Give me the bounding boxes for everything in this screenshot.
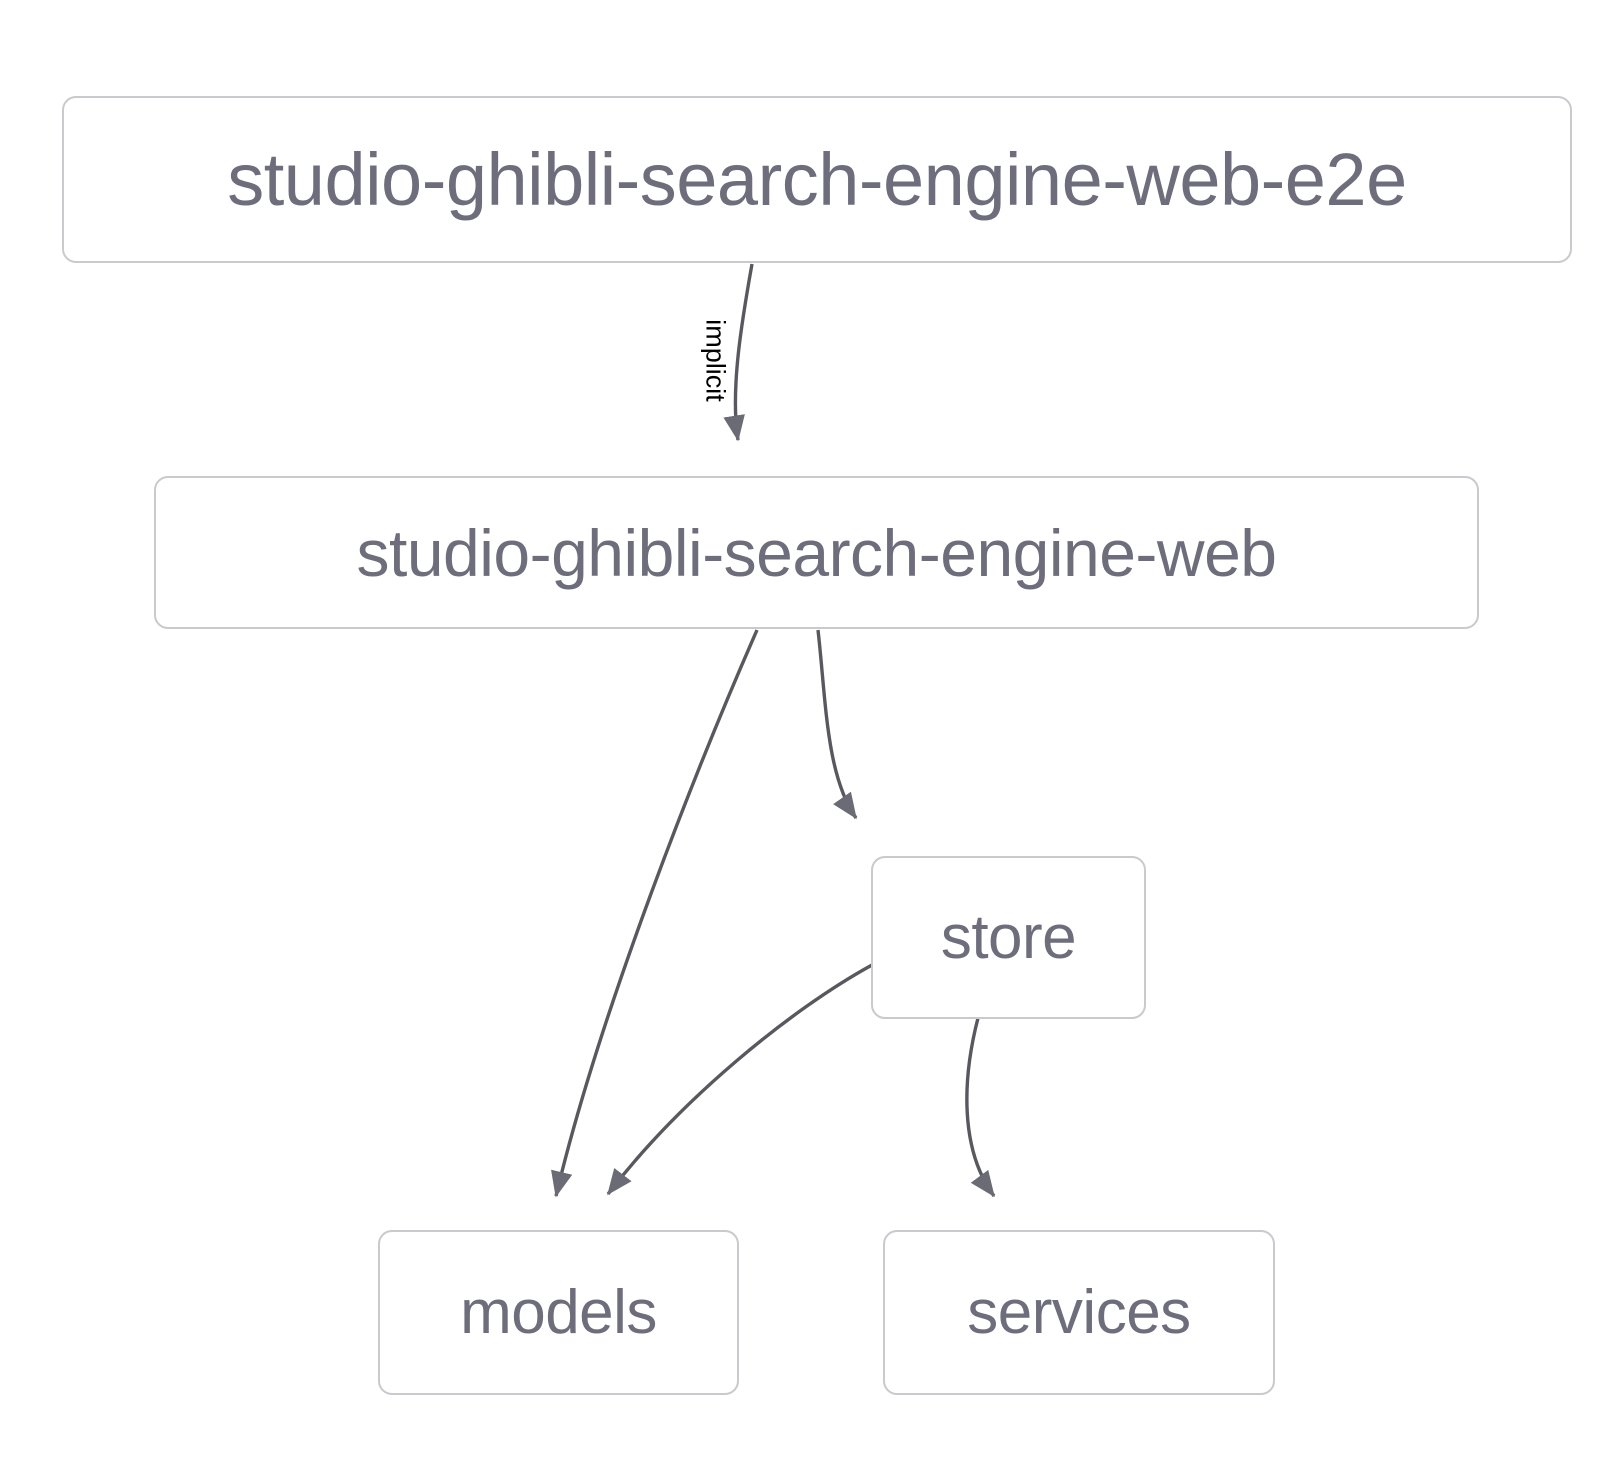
node-services[interactable]: services bbox=[883, 1230, 1275, 1395]
node-label: studio-ghibli-search-engine-web bbox=[356, 515, 1277, 590]
node-label: services bbox=[967, 1278, 1191, 1347]
edge-web-to-models bbox=[551, 629, 759, 1198]
node-models[interactable]: models bbox=[378, 1230, 739, 1395]
node-studio-ghibli-search-engine-web-e2e[interactable]: studio-ghibli-search-engine-web-e2e bbox=[62, 96, 1572, 263]
edge-store-to-models bbox=[606, 963, 873, 1196]
node-label: studio-ghibli-search-engine-web-e2e bbox=[227, 138, 1407, 221]
node-store[interactable]: store bbox=[871, 856, 1146, 1019]
edge-label-implicit: implicit bbox=[700, 319, 731, 402]
node-label: models bbox=[460, 1278, 657, 1347]
node-label: store bbox=[940, 903, 1077, 972]
node-studio-ghibli-search-engine-web[interactable]: studio-ghibli-search-engine-web bbox=[154, 476, 1479, 629]
edge-store-to-services bbox=[965, 1017, 996, 1198]
edge-root-to-web bbox=[723, 263, 754, 442]
edge-web-to-store bbox=[816, 629, 858, 820]
